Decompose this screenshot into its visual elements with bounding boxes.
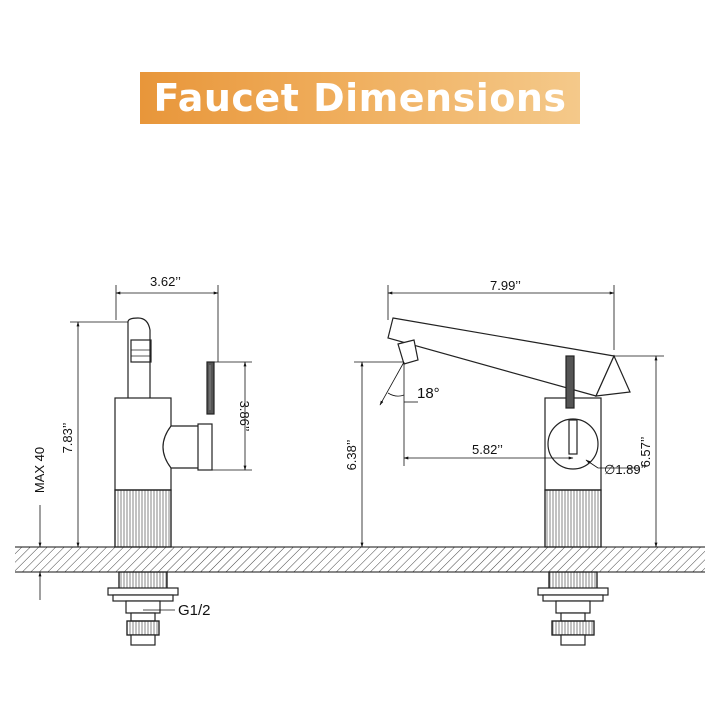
- front-view-faucet: [387, 317, 631, 646]
- countertop: [15, 546, 705, 573]
- front-spout-reach-label: 5.82’’: [472, 442, 503, 457]
- front-angle-label: 18°: [417, 385, 440, 402]
- side-height-label: 7.83’’: [60, 422, 75, 453]
- side-thread-label: G1/2: [178, 602, 211, 619]
- front-reach-label: 7.99’’: [490, 278, 521, 293]
- side-view-dimensions: [32, 285, 252, 611]
- side-width-label: 3.62’’: [150, 274, 181, 289]
- side-handle-label: 3.86’’: [237, 401, 252, 432]
- side-max-label: MAX 40: [32, 447, 47, 493]
- front-view-dimensions: [354, 285, 664, 548]
- front-spout-height-label: 6.38’’: [344, 439, 359, 470]
- side-view-faucet: [107, 317, 215, 646]
- page-title: Faucet Dimensions: [153, 76, 567, 120]
- banner-background: [140, 72, 580, 124]
- front-diameter-label: ∅1.89’’: [604, 462, 646, 477]
- front-total-height-label: 6.57’’: [638, 436, 653, 467]
- title-banner: Faucet Dimensions: [140, 72, 580, 124]
